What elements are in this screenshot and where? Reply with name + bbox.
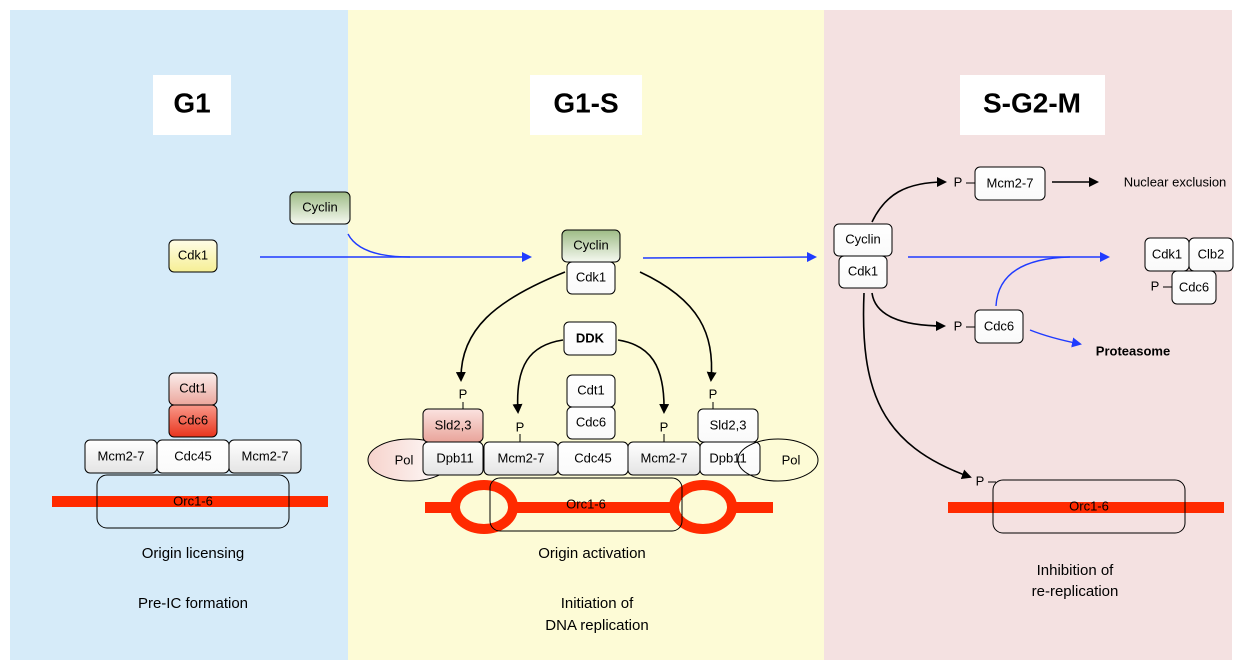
g1-caption-1: Origin licensing — [142, 545, 245, 562]
sg2m-cyclin: Cyclin — [845, 231, 880, 246]
g1-cdk1: Cdk1 — [178, 247, 208, 262]
cdk-to-sld-right-arrow — [639, 271, 717, 382]
cdk-to-cdc6-arrow — [871, 292, 946, 331]
g1s-title: G1-S — [553, 87, 618, 118]
g1-cyclin: Cyclin — [302, 199, 337, 214]
cdk-to-sld-left-arrow — [455, 271, 566, 382]
g1s-cdk1: Cdk1 — [576, 269, 606, 284]
g1-dna-strand — [52, 496, 328, 507]
g1s-sld-right: Sld2,3 — [710, 417, 747, 432]
g1-mcm-left: Mcm2-7 — [98, 448, 145, 463]
g1s-sld-left: Sld2,3 — [435, 417, 472, 432]
sg2m-cdc6: Cdc6 — [984, 318, 1014, 333]
g1s-to-sg2m-arrow — [642, 252, 817, 263]
g1s-orc: Orc1-6 — [566, 496, 606, 511]
nuclear-exclusion: Nuclear exclusion — [1124, 174, 1227, 189]
replication-bubble-left — [450, 480, 518, 534]
g1s-p-mcm-right: P — [660, 419, 669, 434]
g1-caption-2: Pre-IC formation — [138, 595, 248, 612]
g1-cdt1: Cdt1 — [179, 380, 206, 395]
g1s-cdt1: Cdt1 — [577, 382, 604, 397]
g1s-p-mcm-left: P — [516, 419, 525, 434]
g1s-dna-strand — [425, 502, 773, 513]
g1s-caption-2a: Initiation of — [561, 595, 634, 612]
g1s-dpb11-left: Dpb11 — [436, 450, 473, 465]
g1s-dpb11-right: Dpb11 — [709, 450, 746, 465]
g1s-cyclin: Cyclin — [573, 237, 608, 252]
sg2m-title: S-G2-M — [983, 87, 1081, 118]
g1-title: G1 — [173, 87, 210, 118]
g1s-cdc6: Cdc6 — [576, 414, 606, 429]
sg2m-dna-strand — [948, 502, 1224, 513]
g1-cdc45: Cdc45 — [174, 448, 212, 463]
ddk: DDK — [576, 330, 605, 345]
cdk-to-orc-arrow — [862, 292, 972, 480]
sg2m-p-cdc6-complex: P — [1151, 278, 1160, 293]
g1s-cdc45: Cdc45 — [574, 450, 612, 465]
proteasome: Proteasome — [1096, 343, 1170, 358]
g1s-p-sld-right: P — [709, 386, 718, 401]
sg2m-p-orc: P — [976, 473, 985, 488]
sg2m-p-cdc6: P — [954, 318, 963, 333]
g1-cdc6: Cdc6 — [178, 412, 208, 427]
cdc6-join-arrow — [995, 256, 1071, 307]
sg2m-clb2: Clb2 — [1198, 246, 1225, 261]
g1-orc: Orc1-6 — [173, 493, 213, 508]
g1s-mcm-left: Mcm2-7 — [498, 450, 545, 465]
ddk-to-mcm-left-arrow — [512, 339, 564, 414]
g1s-caption-2b: DNA replication — [545, 617, 648, 634]
sg2m-mcm: Mcm2-7 — [987, 175, 1034, 190]
g1s-caption-1: Origin activation — [538, 545, 646, 562]
cdk-to-mcm-arrow — [871, 177, 947, 223]
sg2m-cdk1: Cdk1 — [848, 263, 878, 278]
sg2m-caption-1b: re-replication — [1032, 583, 1119, 600]
g1s-p-sld-left: P — [459, 386, 468, 401]
sg2m-cdk1-complex: Cdk1 — [1152, 246, 1182, 261]
ddk-to-mcm-right-arrow — [617, 339, 670, 414]
g1s-pol-right: Pol — [782, 452, 801, 467]
sg2m-p-mcm: P — [954, 174, 963, 189]
cyclin-join-arrow — [347, 233, 411, 258]
sg2m-caption-1a: Inhibition of — [1037, 562, 1115, 579]
sg2m-orc: Orc1-6 — [1069, 498, 1109, 513]
cdc6-to-proteasome-arrow — [1029, 329, 1082, 348]
g1s-pol-left: Pol — [395, 452, 414, 467]
replication-bubble-right — [669, 480, 737, 534]
g1s-mcm-right: Mcm2-7 — [641, 450, 688, 465]
sg2m-cdc6-complex: Cdc6 — [1179, 279, 1209, 294]
g1-mcm-right: Mcm2-7 — [242, 448, 289, 463]
